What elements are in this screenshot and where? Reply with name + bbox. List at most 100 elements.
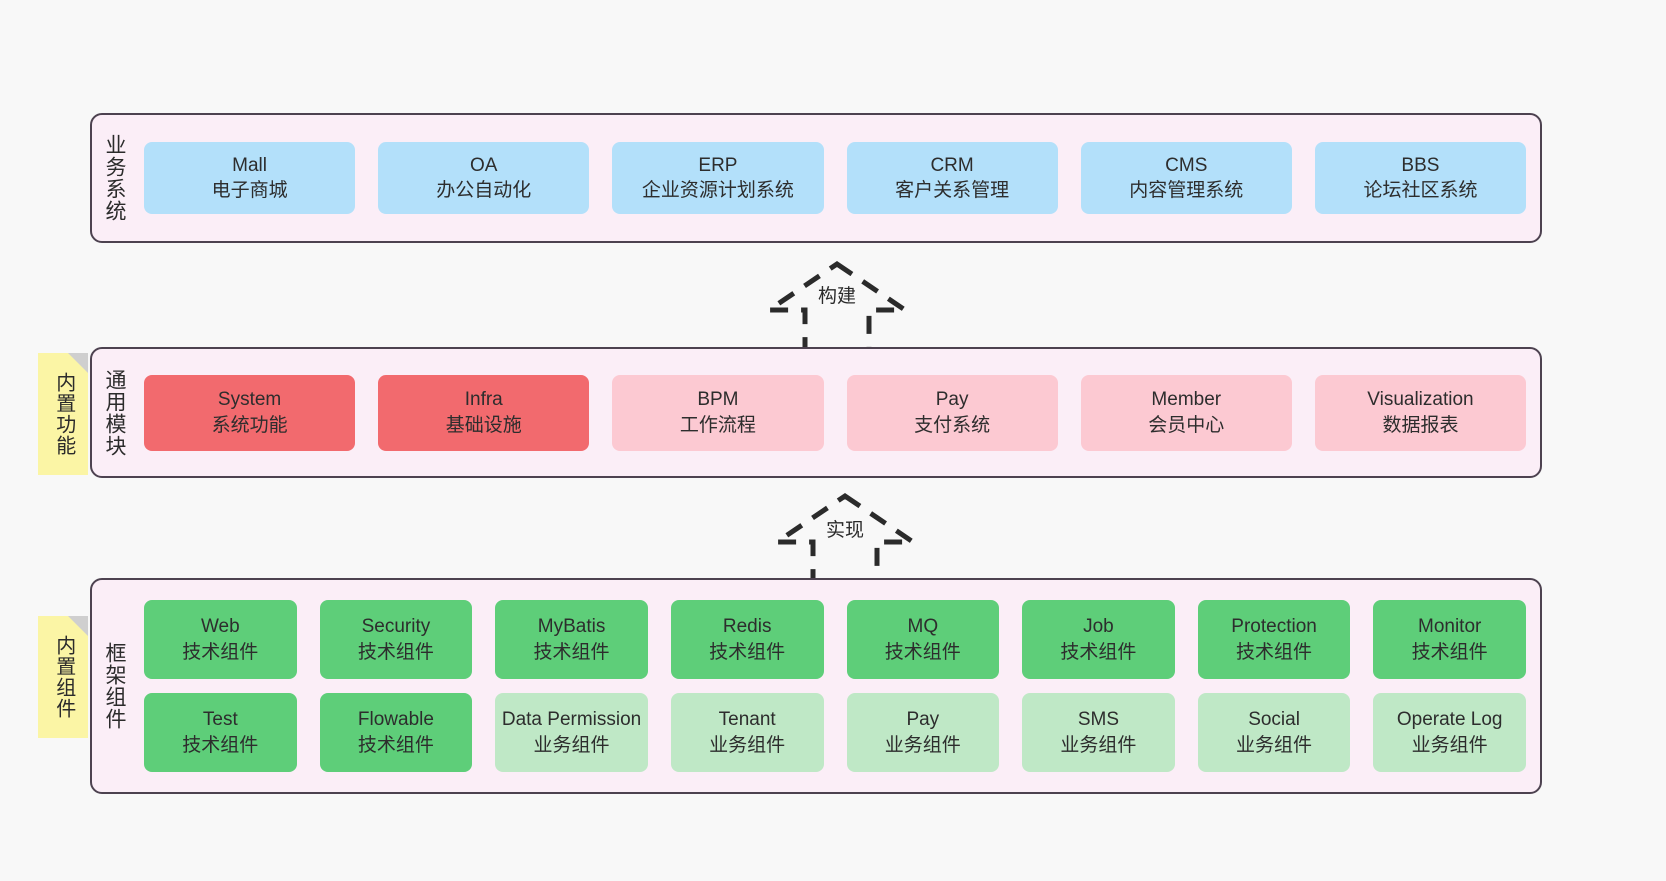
card-cn-label: 业务组件	[1411, 734, 1488, 756]
card-cn-label: 技术组件	[182, 734, 259, 756]
card-cn-label: 技术组件	[1060, 641, 1137, 663]
modules-card-row: System 系统功能 Infra 基础设施 BPM 工作流程 Pay 支付系统…	[144, 374, 1527, 451]
card-en-label: Web	[200, 616, 240, 638]
layer-framework-title: 框架组件	[102, 642, 126, 730]
note-label: 内置功能	[52, 372, 75, 456]
card-cn-label: 办公自动化	[436, 180, 532, 201]
card-en-label: CMS	[1165, 154, 1208, 176]
framework-card-sms[interactable]: SMS 业务组件	[1022, 693, 1175, 772]
framework-card-web[interactable]: Web 技术组件	[144, 600, 297, 679]
framework-card-tenant[interactable]: Tenant 业务组件	[670, 693, 824, 772]
framework-card-mq[interactable]: MQ 技术组件	[846, 600, 1000, 679]
card-en-label: MQ	[907, 616, 939, 638]
framework-card-operate-log[interactable]: Operate Log 业务组件	[1373, 693, 1526, 772]
framework-card-data-permission[interactable]: Data Permission 业务组件	[495, 693, 648, 772]
card-cn-label: 技术组件	[533, 641, 610, 663]
card-cn-label: 业务组件	[709, 734, 786, 756]
framework-card-mybatis[interactable]: MyBatis 技术组件	[495, 600, 648, 679]
business-card-bbs[interactable]: BBS 论坛社区系统	[1314, 142, 1527, 214]
business-card-row: Mall 电子商城 OA 办公自动化 ERP 企业资源计划系统 CRM 客户关系…	[144, 142, 1527, 214]
business-card-mall[interactable]: Mall 电子商城	[144, 142, 356, 214]
module-card-visualization[interactable]: Visualization 数据报表	[1314, 374, 1527, 451]
note-label: 内置组件	[52, 635, 75, 719]
card-cn-label: 内容管理系统	[1129, 180, 1244, 201]
framework-card-social[interactable]: Social 业务组件	[1197, 693, 1351, 772]
framework-card-security[interactable]: Security 技术组件	[319, 600, 473, 679]
note-builtin-features: 内置功能	[38, 353, 88, 475]
card-cn-label: 数据报表	[1382, 414, 1459, 436]
note-builtin-components: 内置组件	[38, 616, 88, 738]
card-en-label: Monitor	[1418, 616, 1482, 638]
card-cn-label: 技术组件	[182, 641, 259, 663]
card-en-label: Visualization	[1367, 389, 1474, 411]
layer-modules-body: System 系统功能 Infra 基础设施 BPM 工作流程 Pay 支付系统…	[136, 349, 1540, 476]
card-en-label: Tenant	[718, 709, 776, 731]
card-cn-label: 论坛社区系统	[1363, 180, 1478, 201]
arrow-build: 构建	[762, 258, 912, 354]
module-card-system[interactable]: System 系统功能	[144, 374, 356, 451]
card-cn-label: 业务组件	[1060, 734, 1137, 756]
card-cn-label: 技术组件	[884, 641, 961, 663]
card-en-label: System	[217, 389, 282, 411]
card-cn-label: 业务组件	[533, 734, 610, 756]
card-en-label: BBS	[1401, 154, 1440, 176]
card-en-label: ERP	[698, 154, 738, 176]
card-en-label: CRM	[930, 154, 974, 176]
card-en-label: Redis	[722, 616, 772, 638]
card-en-label: SMS	[1077, 709, 1120, 731]
framework-card-redis[interactable]: Redis 技术组件	[670, 600, 824, 679]
card-en-label: Pay	[935, 389, 969, 411]
card-en-label: Protection	[1231, 616, 1317, 638]
module-card-pay[interactable]: Pay 支付系统	[846, 374, 1058, 451]
card-en-label: Data Permission	[501, 709, 642, 731]
business-card-cms[interactable]: CMS 内容管理系统	[1080, 142, 1292, 214]
card-cn-label: 企业资源计划系统	[641, 180, 794, 201]
module-card-bpm[interactable]: BPM 工作流程	[612, 374, 824, 451]
card-en-label: Member	[1151, 389, 1222, 411]
framework-card-pay[interactable]: Pay 业务组件	[846, 693, 1000, 772]
card-en-label: Flowable	[357, 709, 434, 731]
module-card-member[interactable]: Member 会员中心	[1080, 374, 1292, 451]
framework-tech-row: Web 技术组件 Security 技术组件 MyBatis 技术组件 Redi…	[144, 600, 1526, 679]
business-card-crm[interactable]: CRM 客户关系管理	[846, 142, 1058, 214]
business-card-erp[interactable]: ERP 企业资源计划系统	[612, 142, 824, 214]
layer-common-modules: 通用模块 System 系统功能 Infra 基础设施 BPM 工作流程 Pay…	[90, 347, 1542, 478]
layer-business-title: 业务系统	[102, 134, 126, 222]
framework-card-test[interactable]: Test 技术组件	[144, 693, 297, 772]
framework-card-flowable[interactable]: Flowable 技术组件	[319, 693, 473, 772]
card-en-label: Job	[1083, 616, 1114, 638]
framework-card-protection[interactable]: Protection 技术组件	[1197, 600, 1351, 679]
framework-card-job[interactable]: Job 技术组件	[1022, 600, 1175, 679]
framework-business-row: Test 技术组件 Flowable 技术组件 Data Permission …	[144, 693, 1526, 772]
card-en-label: Pay	[906, 709, 940, 731]
card-cn-label: 基础设施	[445, 414, 522, 436]
business-card-oa[interactable]: OA 办公自动化	[378, 142, 590, 214]
card-cn-label: 技术组件	[357, 734, 434, 756]
card-cn-label: 电子商城	[211, 180, 288, 201]
layer-framework-components: 框架组件 Web 技术组件 Security 技术组件 MyBatis 技术组件…	[90, 578, 1542, 794]
card-cn-label: 业务组件	[884, 734, 961, 756]
card-en-label: OA	[470, 154, 498, 176]
layer-business-body: Mall 电子商城 OA 办公自动化 ERP 企业资源计划系统 CRM 客户关系…	[136, 115, 1540, 241]
arrow-implement-label: 实现	[825, 520, 864, 541]
layer-business-systems: 业务系统 Mall 电子商城 OA 办公自动化 ERP 企业资源计划系统 CRM…	[90, 113, 1542, 243]
card-en-label: Security	[361, 616, 431, 638]
card-cn-label: 技术组件	[1236, 641, 1313, 663]
card-cn-label: 会员中心	[1148, 414, 1225, 436]
framework-card-monitor[interactable]: Monitor 技术组件	[1373, 600, 1526, 679]
module-card-infra[interactable]: Infra 基础设施	[378, 374, 590, 451]
arrow-implement: 实现	[770, 490, 920, 586]
card-cn-label: 系统功能	[211, 414, 288, 436]
card-en-label: Mall	[232, 154, 267, 176]
card-en-label: Infra	[464, 389, 503, 411]
card-en-label: MyBatis	[537, 616, 606, 638]
card-cn-label: 工作流程	[679, 414, 756, 436]
card-en-label: BPM	[697, 389, 739, 411]
layer-framework-body: Web 技术组件 Security 技术组件 MyBatis 技术组件 Redi…	[136, 580, 1540, 792]
layer-modules-title: 通用模块	[102, 368, 126, 457]
card-cn-label: 技术组件	[1411, 641, 1488, 663]
card-cn-label: 支付系统	[914, 414, 991, 436]
card-en-label: Test	[202, 709, 238, 731]
card-cn-label: 技术组件	[357, 641, 434, 663]
card-cn-label: 技术组件	[709, 641, 786, 663]
